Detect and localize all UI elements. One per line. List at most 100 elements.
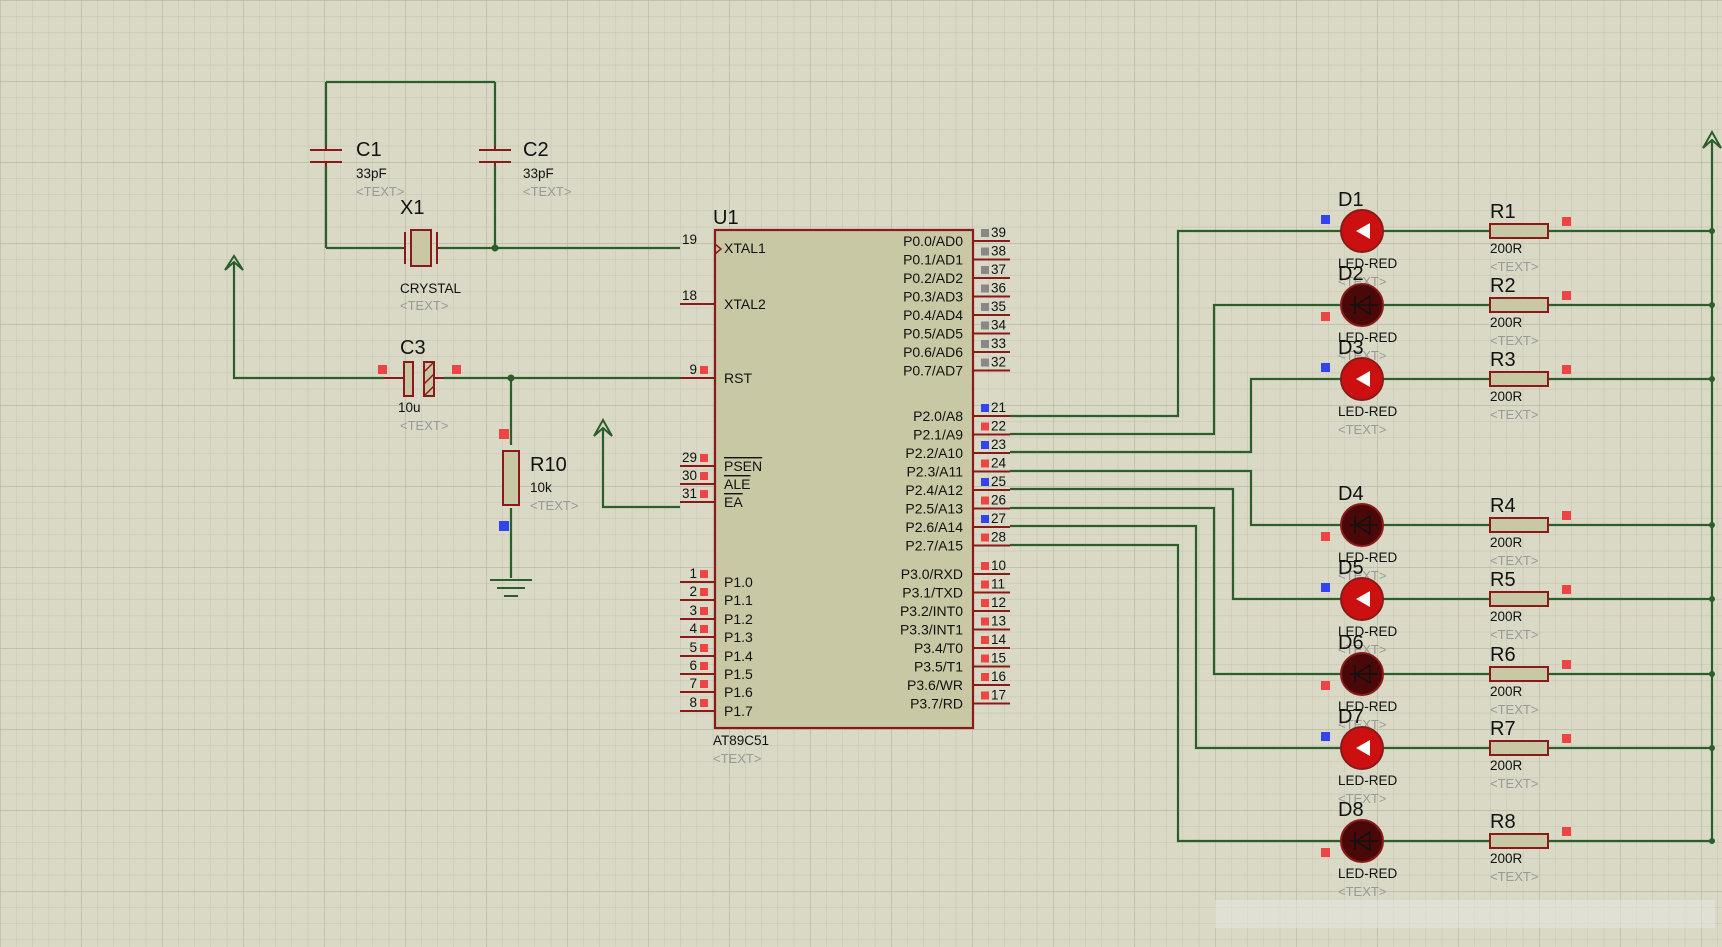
led-ref: D4: [1338, 483, 1364, 505]
c2-value: 33pF: [523, 166, 554, 181]
u1-text: <TEXT>: [713, 751, 761, 766]
led-text: <TEXT>: [1338, 348, 1386, 363]
pin-5[interactable]: 5P1.4: [680, 640, 753, 664]
pin-name: P1.5: [724, 666, 753, 682]
pin-8[interactable]: 8P1.7: [680, 695, 753, 719]
pin-name: P1.7: [724, 703, 753, 719]
pin-number: 6: [689, 658, 697, 673]
resistor-text: <TEXT>: [1490, 776, 1538, 791]
pin-7[interactable]: 7P1.6: [680, 676, 753, 700]
pin-number: 10: [991, 558, 1006, 573]
pin-number: 30: [682, 468, 697, 483]
capacitor-c3[interactable]: C3 10u <TEXT>: [378, 337, 461, 433]
oscillator-circuit: [324, 80, 680, 252]
pin-1[interactable]: 1P1.0: [680, 566, 753, 590]
resistor-value: 200R: [1490, 241, 1523, 256]
pin-number: 28: [991, 530, 1006, 545]
scrollbar-artifact: [1215, 900, 1715, 928]
led-ref: D6: [1338, 632, 1364, 654]
resistor-ref: R5: [1490, 569, 1516, 591]
pin-2[interactable]: 2P1.1: [680, 584, 753, 608]
resistor-r10[interactable]: R10 10k <TEXT>: [499, 429, 578, 531]
crystal-x1[interactable]: X1 CRYSTAL <TEXT>: [400, 197, 462, 313]
pin-number: 3: [689, 603, 697, 618]
pin-name: XTAL1: [724, 240, 766, 256]
pin-name: RST: [724, 370, 752, 386]
pin-3[interactable]: 3P1.2: [680, 603, 753, 627]
pin-number: 14: [991, 632, 1007, 647]
pin-4[interactable]: 4P1.3: [680, 621, 753, 645]
capacitor-c1[interactable]: C1 33pF <TEXT>: [310, 139, 404, 199]
resistor-ref: R2: [1490, 275, 1516, 297]
led-glyph-icon: [1350, 514, 1378, 536]
pin-number: 36: [991, 281, 1006, 296]
pin-name: P0.5/AD5: [903, 326, 963, 342]
resistor-value: 200R: [1490, 535, 1523, 550]
pin-name: P0.0/AD0: [903, 233, 963, 249]
pin-name: P2.0/A8: [913, 408, 963, 424]
u1-value: AT89C51: [713, 733, 769, 748]
pin-6[interactable]: 6P1.5: [680, 658, 753, 682]
led-glyph-icon: [1350, 830, 1378, 852]
capacitor-c2[interactable]: C2 33pF <TEXT>: [479, 139, 571, 199]
pin-name: P2.7/A15: [905, 538, 963, 554]
pin-number: 29: [682, 450, 697, 465]
resistor-text: <TEXT>: [1490, 333, 1538, 348]
microcontroller-u1[interactable]: U1 AT89C51 <TEXT> 19XTAL118XTAL29RST29PS…: [680, 207, 1010, 766]
r10-ref: R10: [530, 454, 567, 476]
resistor-ref: R6: [1490, 644, 1516, 666]
led-value: LED-RED: [1338, 699, 1398, 714]
c3-text: <TEXT>: [400, 418, 448, 433]
pin-number: 25: [991, 474, 1006, 489]
